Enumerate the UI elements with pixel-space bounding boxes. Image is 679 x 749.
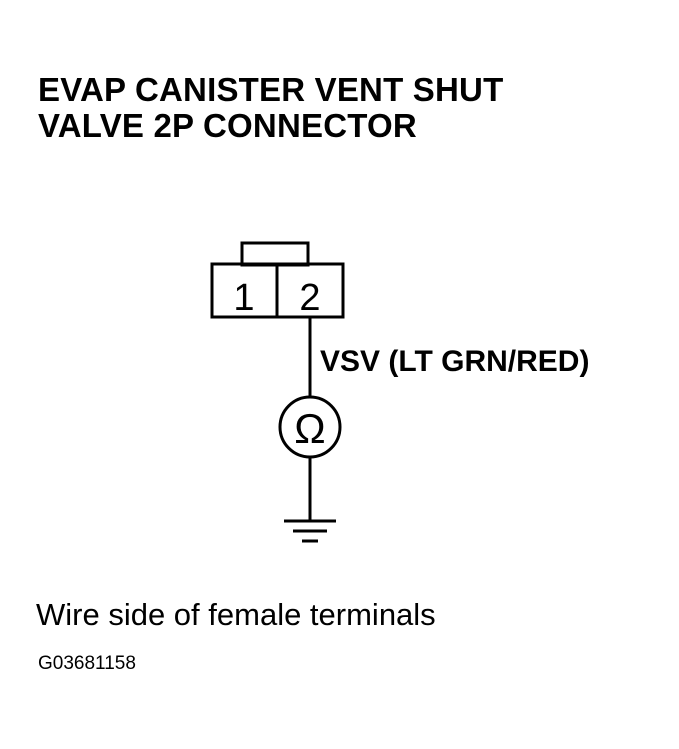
figure-id: G03681158: [38, 653, 136, 674]
diagram-title-line-2: VALVE 2P CONNECTOR: [38, 107, 417, 144]
wire-label: VSV (LT GRN/RED): [320, 345, 590, 378]
diagram-title-line-1: EVAP CANISTER VENT SHUT: [38, 71, 504, 108]
terminal-side-caption: Wire side of female terminals: [36, 597, 436, 632]
terminal-1-label: 1: [233, 277, 254, 319]
ohm-icon: Ω: [294, 405, 325, 452]
connector-latch: [240, 241, 310, 267]
terminal-2-label: 2: [299, 277, 320, 319]
ground-icon: [284, 519, 336, 543]
